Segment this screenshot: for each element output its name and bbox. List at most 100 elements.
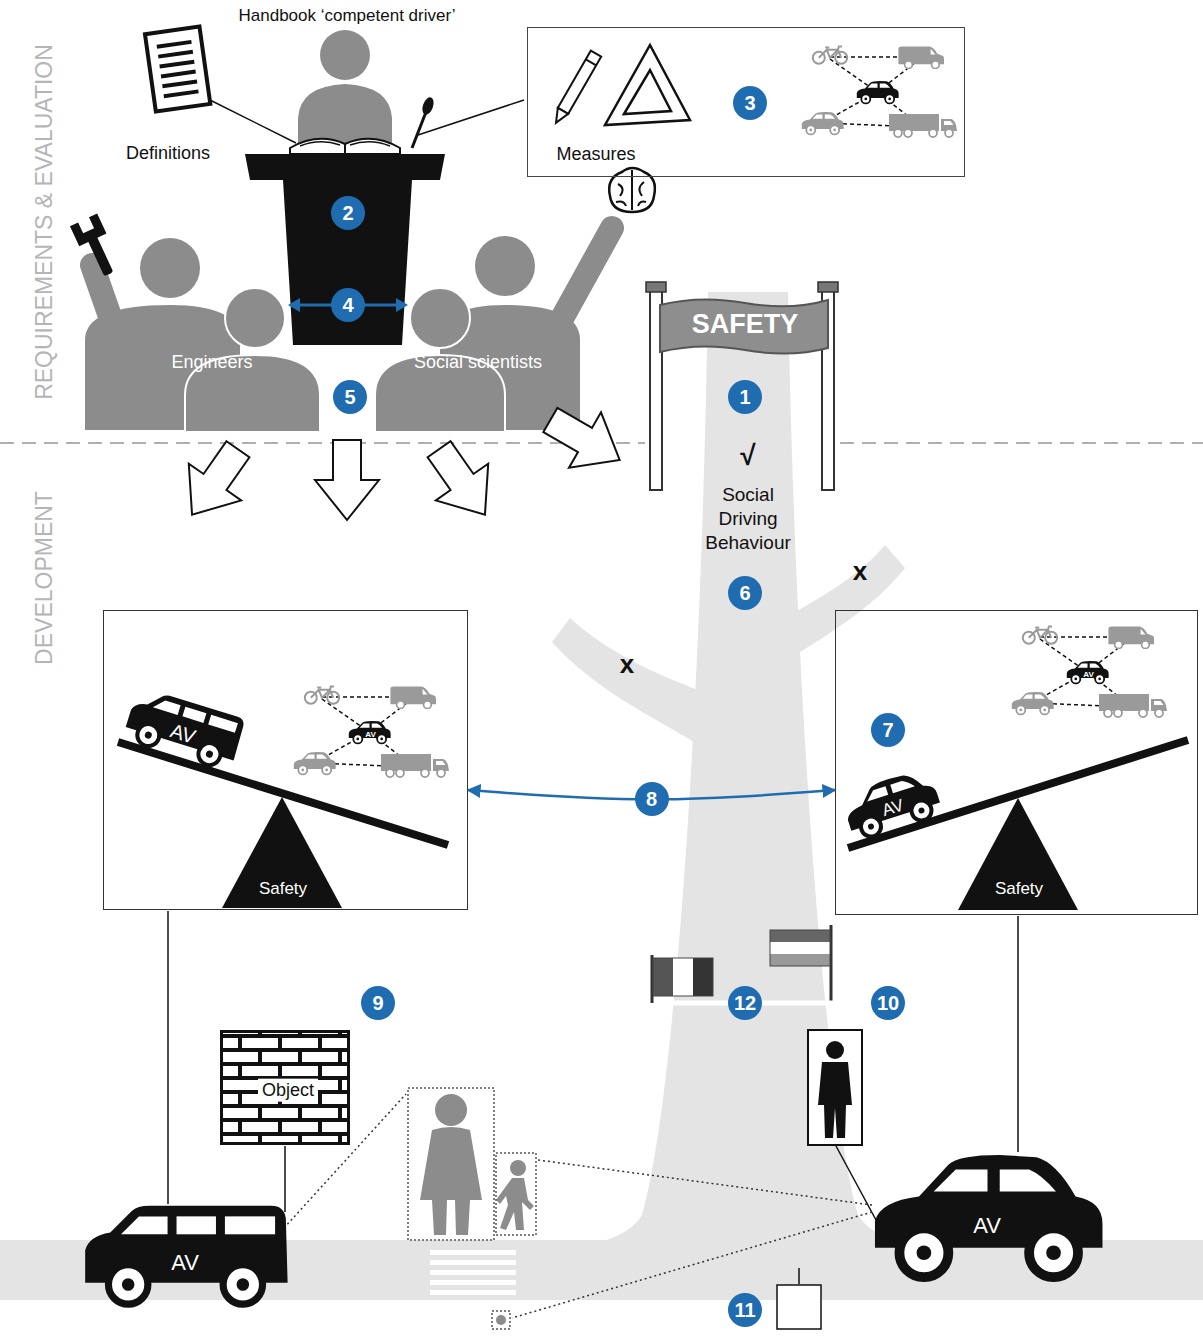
pedestrians	[408, 1088, 536, 1329]
leader-line	[418, 100, 524, 135]
speaker-figure	[290, 139, 400, 154]
balance-left	[294, 686, 449, 777]
leader-line	[210, 100, 296, 143]
speaker-figure	[298, 84, 392, 145]
person-box	[808, 1030, 862, 1145]
crosswalk	[430, 1260, 516, 1265]
definitions-icon	[158, 52, 193, 57]
balance-box: AVAVSafety	[103, 610, 468, 910]
pedestrians	[408, 1088, 494, 1240]
balance-right	[840, 626, 1188, 910]
pedestrians	[496, 1315, 506, 1325]
definitions-icon	[164, 91, 199, 96]
cross-mark: x	[853, 557, 867, 587]
engineer-figures	[70, 214, 123, 281]
measures-icons	[551, 45, 957, 137]
scientist-figures	[375, 168, 655, 432]
leader-line	[167, 911, 169, 1204]
pedestrians	[408, 1088, 536, 1329]
measures-icons	[551, 51, 601, 126]
measures-icons	[586, 59, 596, 65]
vehicle	[85, 1206, 287, 1305]
measures-icons	[624, 70, 671, 114]
scientist-figures	[616, 170, 646, 210]
section-label: REQUIREMENTS & EVALUATION	[31, 44, 57, 400]
measures-icons	[605, 45, 690, 125]
definitions-icon	[162, 81, 197, 86]
definitions-icon	[145, 27, 210, 112]
callout-number: 4	[331, 288, 365, 322]
callout-number: 2	[331, 196, 365, 230]
callout-number: 3	[733, 86, 767, 120]
balance-left	[122, 686, 246, 772]
scientist-figures	[560, 228, 612, 322]
safety-gate	[818, 282, 838, 292]
engineer-figures	[70, 214, 320, 432]
pedestrians	[420, 1127, 482, 1235]
crosswalk	[430, 1270, 516, 1275]
callout-number: 11	[728, 1293, 762, 1327]
block-arrow	[315, 440, 379, 520]
crosswalk	[430, 1250, 516, 1295]
icon-label: Definitions	[126, 143, 210, 164]
sensor-line	[284, 1094, 406, 1228]
cross-mark: x	[620, 650, 634, 680]
definitions-icon	[157, 42, 192, 47]
object-box: Object	[220, 1030, 350, 1145]
definitions-icon	[145, 27, 210, 112]
banner-text: SAFETY	[692, 309, 799, 340]
marker-square	[777, 1285, 821, 1329]
group-label: Social scientists	[414, 352, 542, 373]
brick-wall	[222, 1032, 348, 1143]
block-arrow	[534, 392, 635, 487]
car-label: AV	[168, 719, 199, 748]
engineer-figures	[225, 288, 285, 348]
vehicle	[85, 1155, 1102, 1304]
definitions-icon	[161, 72, 196, 77]
object-label: Object	[258, 1079, 318, 1102]
callout-number: 6	[728, 576, 762, 610]
country-flags	[653, 958, 713, 996]
pedestrians	[496, 1153, 536, 1235]
person-box	[808, 1030, 862, 1145]
callout-number: 7	[871, 713, 905, 747]
exchange-arrow	[288, 298, 300, 312]
pedestrians	[492, 1311, 510, 1329]
engineer-figures	[70, 214, 106, 247]
callout-number: 8	[635, 782, 669, 816]
handbook-title: Handbook ‘competent driver’	[238, 6, 455, 26]
crosswalk	[430, 1250, 516, 1255]
speaker-figure	[344, 144, 346, 154]
safety-gate	[646, 282, 666, 292]
country-flags	[770, 930, 830, 942]
box-title: Measures	[556, 144, 635, 165]
country-flags	[673, 958, 693, 996]
section-divider	[0, 442, 645, 444]
measures-icons	[802, 46, 957, 137]
scientist-figures	[410, 288, 470, 348]
definitions-icon	[160, 62, 195, 67]
leader-line	[836, 1146, 876, 1220]
person-box	[826, 1041, 844, 1059]
callout-number: 10	[871, 986, 905, 1020]
country-flags	[770, 954, 830, 966]
pedestrians	[496, 1178, 534, 1230]
country-flags	[770, 942, 830, 954]
pedestrians	[510, 1160, 526, 1176]
speaker-figure	[300, 142, 390, 146]
callout-number: 1	[728, 380, 762, 414]
exchange-arrow	[396, 298, 408, 312]
balance-left	[118, 686, 449, 908]
road-tree	[552, 618, 698, 742]
safety-gate	[660, 299, 828, 353]
safety-gate	[646, 282, 838, 490]
crosswalk	[430, 1280, 516, 1285]
car-label: AV	[973, 1213, 1001, 1238]
country-flags	[653, 958, 673, 996]
car-label: AV	[1083, 670, 1094, 679]
brick-wall	[222, 1032, 348, 1143]
measures-icons	[558, 51, 601, 114]
pedestrians	[435, 1094, 467, 1126]
